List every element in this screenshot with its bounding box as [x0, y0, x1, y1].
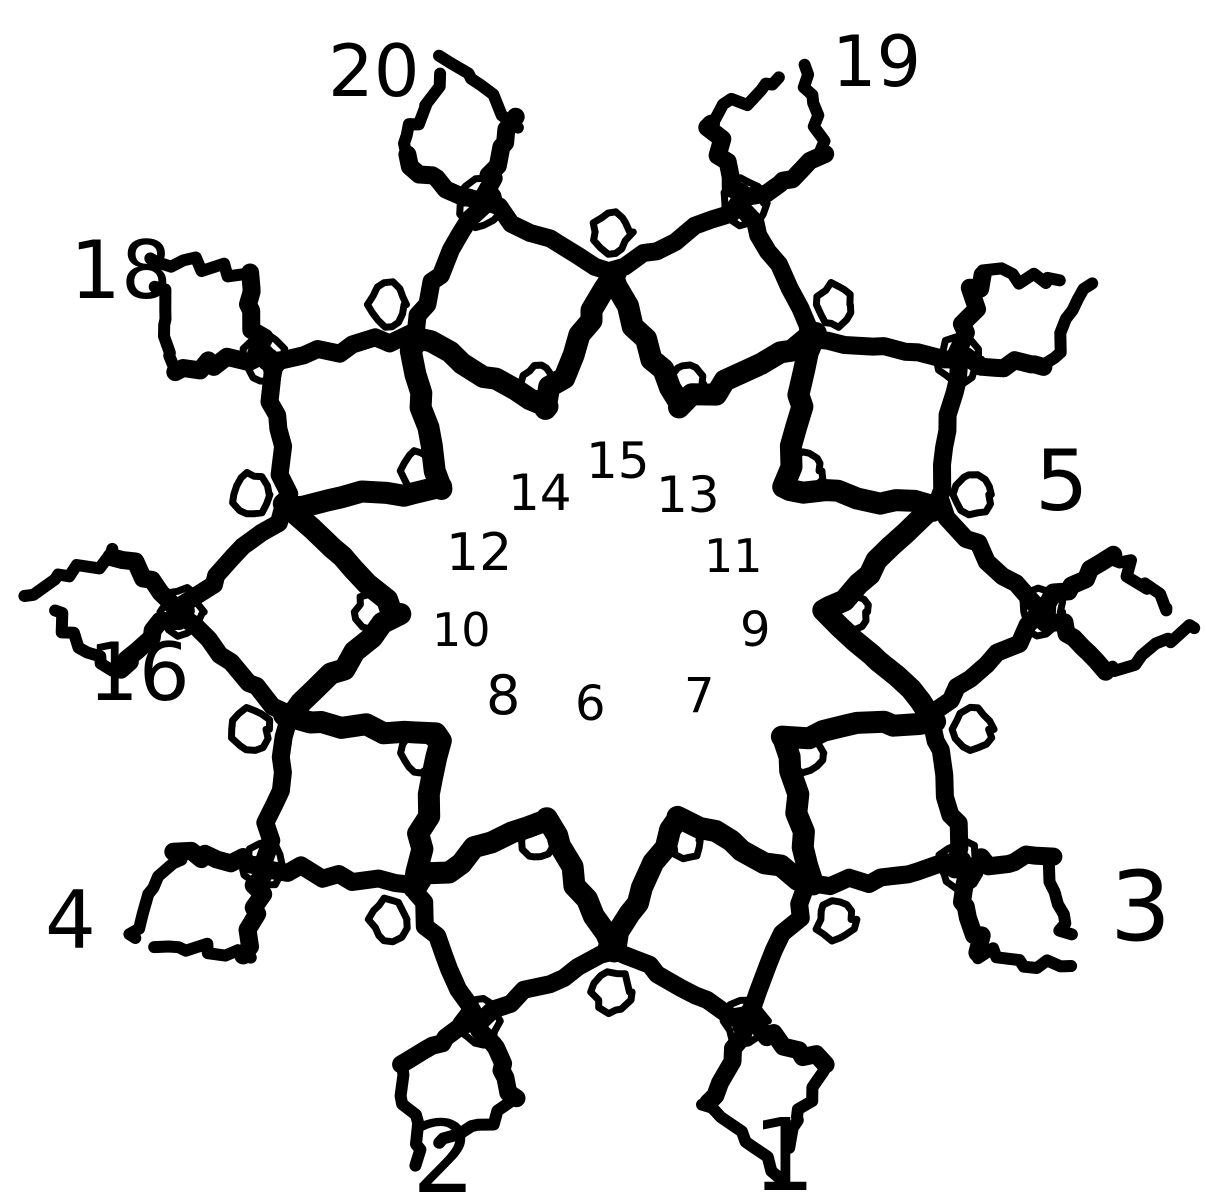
label-9: 9 [740, 602, 771, 658]
label-7: 7 [684, 668, 715, 724]
label-3: 3 [1110, 851, 1171, 963]
label-8: 8 [486, 664, 520, 727]
label-1: 1 [752, 1097, 816, 1199]
label-13: 13 [656, 466, 720, 524]
label-19: 19 [832, 21, 921, 103]
label-4: 4 [45, 874, 96, 967]
label-18: 18 [70, 224, 172, 317]
label-20: 20 [328, 29, 420, 113]
label-6: 6 [575, 676, 606, 732]
label-16: 16 [88, 626, 190, 719]
label-12: 12 [446, 523, 512, 583]
label-15: 15 [586, 432, 650, 490]
label-14: 14 [508, 464, 572, 522]
label-2: 2 [412, 1099, 476, 1199]
label-5: 5 [1035, 432, 1088, 530]
label-11: 11 [704, 529, 763, 583]
label-10: 10 [432, 603, 491, 657]
